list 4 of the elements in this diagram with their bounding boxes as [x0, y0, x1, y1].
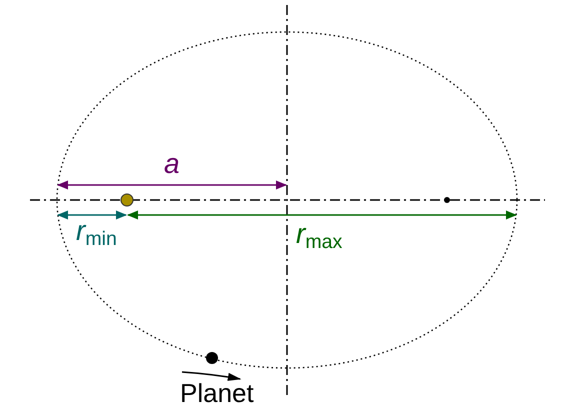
distance-label: r$_{max}$ — [296, 220, 342, 252]
distance-label: r$_{min}$ — [76, 217, 117, 250]
planet-label: Planet — [180, 380, 254, 406]
axis-label: a — [164, 150, 180, 178]
